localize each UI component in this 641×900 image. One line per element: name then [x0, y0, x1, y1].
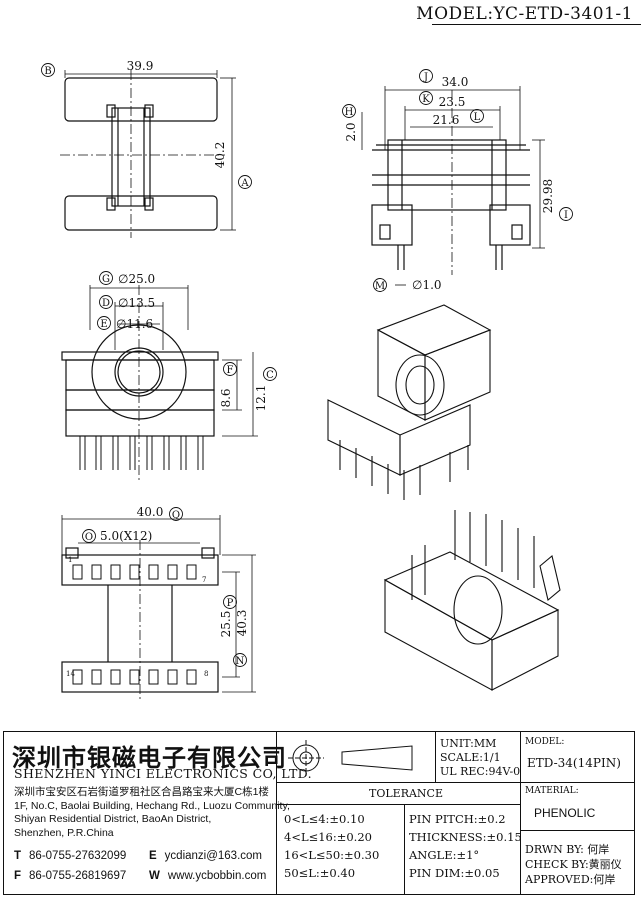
title-block: 深圳市银磁电子有限公司 SHENZHEN YINCI ELECTRONICS C…: [3, 731, 635, 895]
address-en-2: Shiyan Residential District, BaoAn Distr…: [14, 813, 212, 825]
callout-e: E: [100, 319, 107, 330]
divider: [435, 732, 436, 782]
dim-q: 40.0: [137, 505, 164, 519]
material-label: MATERIAL:: [525, 786, 579, 796]
tol-right-1: PIN PITCH:±0.2: [409, 812, 506, 826]
divider: [276, 782, 634, 783]
dim-f: 8.6: [219, 388, 233, 407]
approved-by: APPROVED:何岸: [525, 873, 616, 886]
email-value: ycdianzi@163.com: [164, 850, 263, 862]
dim-top-width: 39.9: [127, 59, 154, 73]
callout-b: B: [44, 66, 51, 77]
divider: [520, 830, 634, 831]
tol-right-2: THICKNESS:±0.15: [409, 830, 522, 844]
callout-k: K: [422, 94, 430, 105]
model-value: ETD-34(14PIN): [527, 756, 621, 770]
callout-j: J: [423, 72, 428, 83]
dim-n: 40.3: [235, 610, 249, 637]
pin-14-label: 14: [66, 670, 75, 678]
tol-left-3: 16<L≤50:±0.30: [284, 848, 380, 862]
checked-by: CHECK BY:黄丽仪: [525, 858, 622, 871]
callout-i: I: [564, 210, 568, 221]
divider: [276, 732, 277, 894]
address-en-3: Shenzhen, P.R.China: [14, 826, 114, 839]
company-address: 深圳市宝安区石岩街道罗租社区合昌路宝来大厦C栋1楼 1F, No.C, Baol…: [14, 786, 290, 840]
fax-label: F: [14, 870, 22, 882]
divider: [520, 732, 521, 894]
scale-label: SCALE:1/1: [440, 751, 501, 764]
company-name-en: SHENZHEN YINCI ELECTRONICS CO, LTD.: [14, 766, 313, 781]
web-label: W: [149, 870, 160, 882]
material-value: PHENOLIC: [534, 806, 596, 820]
dim-m: ∅1.0: [412, 278, 442, 292]
tel-line: T 86-0755-27632099: [14, 850, 126, 862]
isometric-view-top: [327, 304, 492, 500]
bottom-view: [61, 507, 256, 700]
callout-l: L: [474, 112, 481, 123]
fax-value: 86-0755-26819697: [29, 870, 127, 882]
technical-drawing: B A 39.9 40.2 J K L H I M 34.0 23.5 21.6…: [41, 59, 573, 700]
dim-k: 23.5: [439, 95, 466, 109]
dim-i: 29.98: [541, 179, 555, 213]
model-label: MODEL:: [525, 737, 565, 747]
company-name-cn: 深圳市银磁电子有限公司: [12, 744, 287, 772]
pin-8-label: 8: [204, 670, 208, 678]
tolerance-header: TOLERANCE: [369, 787, 443, 800]
callout-g: G: [102, 274, 110, 285]
dim-o: 5.0(X12): [100, 529, 152, 543]
dim-c: 12.1: [254, 385, 268, 412]
callout-f: F: [227, 365, 234, 376]
tol-left-2: 4<L≤16:±0.20: [284, 830, 372, 844]
unit-label: UNIT:MM: [440, 737, 497, 750]
address-cn: 深圳市宝安区石岩街道罗租社区合昌路宝来大厦C栋1楼: [14, 786, 269, 798]
dim-p: 25.5: [219, 611, 233, 638]
top-view: [41, 63, 252, 238]
tol-left-1: 0<L≤4:±0.10: [284, 812, 365, 826]
callout-d: D: [102, 298, 110, 309]
callout-a: A: [240, 178, 249, 189]
tel-value: 86-0755-27632099: [29, 850, 127, 862]
email-label: E: [149, 850, 157, 862]
drawn-by: DRWN BY: 何岸: [525, 843, 610, 856]
callout-q: Q: [172, 510, 180, 521]
callout-h: H: [345, 107, 354, 118]
dim-e: ∅11.6: [116, 317, 153, 331]
tel-label: T: [14, 850, 22, 862]
address-en-1: 1F, No.C, Baolai Building, Hechang Rd., …: [14, 799, 290, 812]
callout-c: C: [266, 370, 274, 381]
title-underline: [432, 24, 641, 25]
dim-h: 2.0: [344, 122, 358, 141]
dim-j: 34.0: [442, 75, 469, 89]
dim-d: ∅13.5: [118, 296, 155, 310]
side-view: [342, 69, 573, 292]
callout-n: N: [236, 656, 245, 667]
fax-line: F 86-0755-26819697: [14, 870, 126, 882]
callout-o: O: [85, 532, 93, 543]
divider: [404, 804, 405, 894]
tol-left-4: 50≤L:±0.40: [284, 866, 356, 880]
pin-7-label: 7: [202, 576, 206, 584]
tol-right-4: PIN DIM:±0.05: [409, 866, 500, 880]
web-value: www.ycbobbin.com: [167, 870, 267, 882]
callout-m: M: [375, 281, 385, 292]
divider: [276, 804, 520, 805]
callout-p: P: [227, 598, 234, 609]
front-view: [61, 271, 277, 480]
isometric-view-bottom: [383, 510, 561, 691]
model-title: MODEL:YC-ETD-3401-1: [416, 4, 633, 24]
projection-symbol-icon: [288, 740, 413, 776]
ul-label: UL REC:94V-0: [440, 765, 521, 778]
tol-right-3: ANGLE:±1°: [409, 848, 480, 862]
dim-g: ∅25.0: [118, 272, 155, 286]
pin-1-label: 1: [68, 556, 72, 564]
dim-top-height: 40.2: [213, 142, 227, 169]
dim-l: 21.6: [433, 113, 460, 127]
